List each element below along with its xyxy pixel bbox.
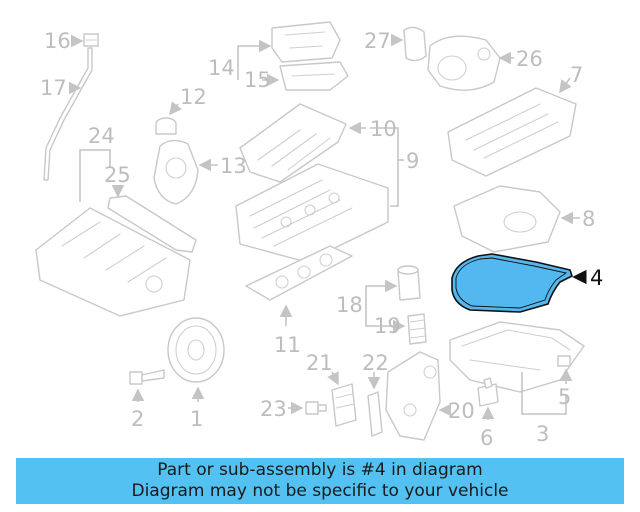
label-8: 8 (582, 207, 595, 231)
oil-cooler-gasket (367, 391, 383, 437)
label-22: 22 (362, 351, 389, 375)
oil-baffle (453, 185, 561, 253)
label-10: 10 (370, 117, 397, 141)
label-15: 15 (244, 68, 271, 92)
label-27: 27 (364, 29, 391, 53)
label-3: 3 (536, 422, 549, 446)
label-25: 25 (104, 163, 131, 187)
dipstick-tube (43, 47, 93, 181)
oil-pan-gasket (451, 253, 573, 313)
label-26: 26 (516, 47, 543, 71)
parts-diagram: 16 17 14 15 12 13 (35, 21, 603, 450)
oil-filler-cap (83, 33, 99, 47)
cooler-bolt (305, 401, 327, 415)
crankshaft-pulley (167, 317, 225, 383)
oil-cooler (331, 383, 357, 427)
label-2: 2 (131, 407, 144, 431)
label-17: 17 (40, 76, 67, 100)
label-6: 6 (480, 426, 493, 450)
label-11: 11 (274, 333, 301, 357)
engine-cover (271, 21, 341, 63)
caption-line-part-number: Part or sub-assembly is #4 in diagram (157, 460, 483, 480)
timing-cover (153, 139, 199, 205)
pulley-bolt (129, 369, 165, 385)
housing-gasket (403, 26, 427, 62)
coolant-housing (427, 35, 501, 91)
intake-manifold (35, 207, 191, 317)
valve-cover (239, 103, 347, 183)
label-4: 4 (590, 266, 603, 290)
head-gasket (245, 245, 353, 301)
label-13: 13 (220, 154, 247, 178)
label-18: 18 (336, 293, 363, 317)
drain-plug (557, 355, 571, 367)
label-16: 16 (44, 29, 71, 53)
label-19: 19 (374, 314, 401, 338)
diagram-caption-banner: Part or sub-assembly is #4 in diagram Di… (16, 458, 624, 504)
label-12: 12 (180, 85, 207, 109)
engine-block-ladder (447, 87, 577, 177)
label-9: 9 (406, 149, 419, 173)
label-24: 24 (88, 124, 115, 148)
oil-level-sensor (477, 377, 499, 407)
cylinder-head (235, 163, 389, 263)
caption-line-disclaimer: Diagram may not be specific to your vehi… (131, 481, 509, 501)
label-23: 23 (260, 397, 287, 421)
intake-manifold-gasket (107, 195, 197, 253)
label-7: 7 (570, 63, 583, 87)
label-20: 20 (448, 399, 475, 423)
oil-filter (397, 265, 421, 301)
label-5: 5 (558, 385, 571, 409)
label-1: 1 (190, 407, 203, 431)
label-21: 21 (306, 351, 333, 375)
oil-filter-housing (385, 351, 441, 441)
engine-cover-bracket (279, 61, 349, 91)
label-14: 14 (208, 56, 235, 80)
oil-filter-element (407, 313, 427, 345)
cap-part-12 (155, 117, 177, 135)
